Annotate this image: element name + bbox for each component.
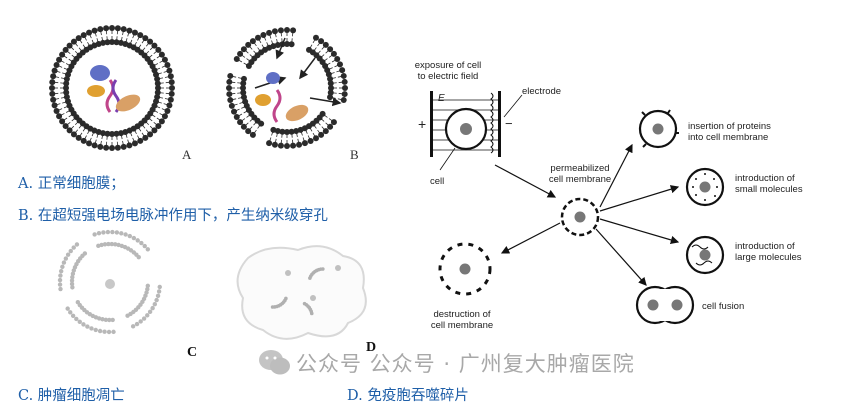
pore-arrow	[275, 37, 286, 60]
nucleus	[574, 211, 586, 223]
permeabilized-label-line1: permeabilized	[550, 163, 609, 174]
caption-b: B. 在超短强电场电脉冲作用下，产生纳米级穿孔	[18, 208, 328, 224]
field-symbol: E	[438, 93, 445, 104]
destruction-label-line2: cell membrane	[431, 320, 493, 331]
outcome-2-line2: small molecules	[735, 184, 803, 195]
panel-b-nanopore-membrane	[226, 27, 348, 149]
outcome-2-line1: introduction of	[735, 173, 795, 184]
panel-c-letter: C	[187, 345, 198, 360]
large-molecule	[695, 260, 713, 266]
pore-arrow	[299, 57, 316, 80]
caption-a: A. 正常细胞膜；	[18, 176, 125, 192]
destruction-label-line1: destruction of	[433, 309, 490, 320]
wechat-icon	[259, 350, 290, 375]
lipid-bilayer-ring	[49, 25, 175, 151]
panel-b-letter: B	[350, 147, 359, 162]
electrode-plate-right	[498, 91, 501, 157]
engulfed-fragments	[270, 265, 341, 316]
arrow-to-large-molecules	[599, 218, 680, 244]
panel-d-phagocytosis	[236, 245, 367, 340]
dna-helix-icon	[272, 89, 282, 123]
phagocyte-outline	[236, 245, 367, 340]
organelle-icon	[255, 94, 271, 106]
watermark-text: 公众号 公众号 · 广州复大肿瘤医院	[296, 352, 635, 376]
minus-sign: −	[505, 116, 513, 131]
arrow-to-permeabilized	[494, 164, 557, 198]
destroyed-cell	[438, 242, 492, 296]
protein-complex-icon	[90, 65, 110, 81]
outcome-3-line1: introduction of	[735, 241, 795, 252]
exposure-label-line1: exposure of cell	[415, 60, 482, 71]
panel-a-letter: A	[182, 147, 192, 162]
nucleus	[460, 123, 472, 135]
panel-d-letter: D	[366, 340, 377, 355]
perforated-bilayer-ring	[226, 27, 348, 149]
electrode-coil	[490, 92, 494, 154]
outcome-3-line2: large molecules	[735, 252, 802, 263]
pore-arrow	[309, 97, 342, 107]
outcome-1-line1: insertion of proteins	[688, 121, 771, 132]
exposure-label-line2: to electric field	[418, 71, 479, 82]
outcome-1-line2: into cell membrane	[688, 132, 768, 143]
caption-d: D. 免疫胞吞噬碎片	[347, 388, 469, 404]
electrode-label: electrode	[522, 86, 561, 97]
arrow-to-small-molecules	[599, 185, 680, 212]
inserted-proteins	[641, 109, 679, 148]
organelle-icon	[87, 85, 105, 97]
arrow-to-destruction	[500, 222, 561, 254]
mitochondrion-icon	[115, 94, 141, 112]
outcome-4-line1: cell fusion	[702, 301, 744, 312]
electroporation-diagram: exposure of cell to electric field E + −…	[415, 60, 803, 331]
large-molecule	[691, 244, 709, 250]
arrow-to-cell-fusion	[595, 228, 647, 286]
membrane-fragments	[57, 229, 162, 335]
small-molecules	[692, 173, 718, 201]
panel-a-normal-membrane	[30, 18, 195, 163]
plus-sign: +	[418, 116, 426, 132]
cell-label: cell	[430, 176, 444, 187]
protein-complex-icon	[266, 72, 280, 84]
panel-c-apoptosis-fragments	[57, 229, 162, 335]
caption-c: C. 肿瘤细胞凋亡	[18, 388, 125, 404]
arrow-to-protein-insertion	[599, 143, 633, 208]
mitochondrion-icon	[285, 104, 309, 122]
electrode-plate-left	[430, 91, 433, 157]
permeabilized-label-line2: cell membrane	[549, 174, 611, 185]
